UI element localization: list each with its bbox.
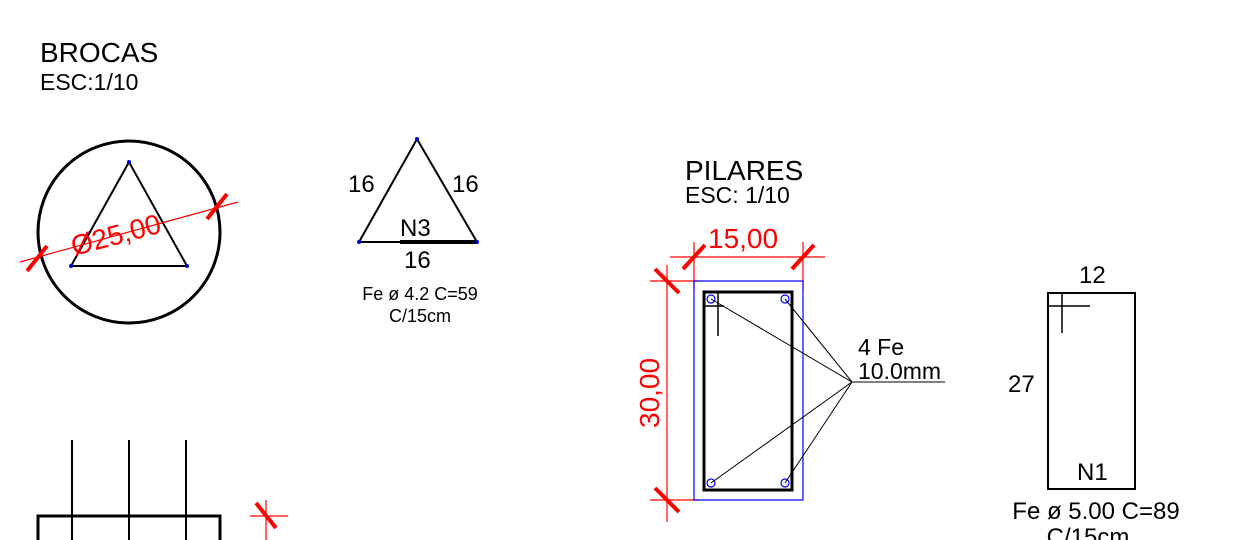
dim-tick — [25, 244, 49, 273]
n3-spec-line2: C/15cm — [389, 306, 451, 326]
width-dim-text: 15,00 — [708, 223, 778, 254]
n1-spec-line2: C/15cm — [1047, 524, 1130, 540]
rebar-diam: 10.0mm — [858, 358, 941, 384]
n1-label: N1 — [1077, 459, 1108, 486]
pilares-scale: ESC: 1/10 — [685, 182, 790, 208]
n1-height: 27 — [1008, 371, 1035, 398]
n3-label: N3 — [400, 215, 431, 242]
stirrup-n1: 12 27 N1 Fe ø 5.00 C=89 C/15cm — [1008, 262, 1180, 540]
vertex-dot — [185, 264, 189, 268]
height-dim-text: 30,00 — [634, 358, 665, 428]
vertex-dot — [69, 264, 73, 268]
rebar-bar — [780, 294, 790, 304]
vertex-dot — [357, 240, 361, 244]
rebar-bar — [706, 294, 716, 304]
diameter-dim-line — [19, 201, 239, 263]
broca-triangle — [69, 159, 189, 267]
n3-side-left: 16 — [348, 171, 375, 198]
pilares-title: PILARES — [685, 155, 803, 186]
n1-spec-line1: Fe ø 5.00 C=89 — [1012, 498, 1179, 525]
rebar-qty: 4 Fe — [858, 334, 904, 360]
dim-tick — [205, 192, 229, 221]
n3-base: 16 — [404, 247, 431, 274]
brocas-scale: ESC:1/10 — [40, 69, 138, 95]
dim-tick — [254, 501, 278, 530]
rebar-bar — [780, 478, 790, 488]
n1-width: 12 — [1079, 262, 1106, 289]
broca-circle — [36, 139, 222, 325]
stirrup-n3: 16 16 N3 16 Fe ø 4.2 C=59 C/15cm — [348, 136, 479, 326]
brocas-title: BROCAS — [40, 37, 158, 68]
vertex-dot — [415, 137, 419, 141]
vertex-dot — [475, 240, 479, 244]
dim-tick — [653, 267, 681, 295]
pillar-outline — [693, 280, 804, 501]
diameter-dim-text: Ø25,00 — [68, 208, 165, 262]
rebar-bar — [706, 478, 716, 488]
pillar-stirrup — [702, 290, 794, 492]
dim-tick — [681, 243, 707, 271]
n3-spec-line1: Fe ø 4.2 C=59 — [362, 284, 478, 304]
rebar-leader-lines — [710, 298, 945, 484]
vertex-dot — [127, 160, 131, 164]
rect-stirrup — [1047, 292, 1136, 490]
brocas-section: BROCAS ESC:1/10 Ø25,00 — [19, 37, 288, 540]
pilares-section: PILARES ESC: 1/10 15,00 30,00 — [634, 155, 945, 522]
broca-elevation-outline — [36, 514, 222, 540]
dim-tick — [790, 243, 816, 271]
n3-side-right: 16 — [452, 171, 479, 198]
dim-tick — [653, 486, 681, 514]
